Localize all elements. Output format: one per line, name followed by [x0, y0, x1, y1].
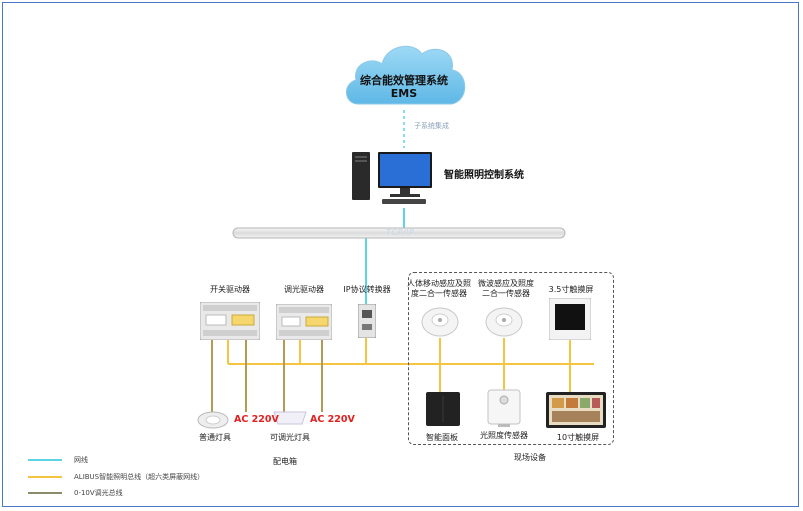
touch10-icon — [546, 392, 606, 428]
lux-sensor-label: 光照度传感器 — [480, 431, 528, 440]
legend-dimming-swatch — [28, 492, 62, 494]
motion-sensor-icon — [421, 307, 459, 337]
smart-panel-label: 智能面板 — [426, 433, 458, 442]
ac-voltage-label-1: AC 220V — [234, 414, 279, 425]
switch-driver-label: 开关驱动器 — [210, 285, 250, 294]
legend-alibus-label: ALIBUS智能照明总线（超六类屏蔽网线） — [74, 473, 205, 481]
microwave-sensor-label-1: 微波感应及照度 — [478, 279, 534, 288]
cloud-title: 综合能效管理系统 EMS — [340, 74, 468, 100]
legend-alibus-swatch — [28, 476, 62, 478]
touch35-label: 3.5寸触摸屏 — [548, 285, 594, 294]
normal-lamp-icon — [197, 411, 229, 429]
tcpip-bus — [232, 227, 566, 239]
dimming-driver-icon — [276, 304, 332, 340]
control-system-title: 智能照明控制系统 — [444, 170, 524, 181]
ac-voltage-label-2: AC 220V — [310, 414, 355, 425]
switch-driver-icon — [200, 302, 260, 340]
distribution-box-label: 配电箱 — [273, 457, 297, 466]
cloud-icon — [346, 45, 466, 105]
ip-converter-icon — [358, 304, 376, 338]
microwave-sensor-label-2: 二合一传感器 — [482, 289, 530, 298]
normal-lamp-label: 普通灯具 — [199, 433, 231, 442]
subsystem-integration-label: 子系统集成 — [414, 122, 449, 130]
motion-sensor-label-2: 度二合一传感器 — [411, 289, 467, 298]
lux-sensor-icon — [487, 389, 521, 427]
legend-dimming-label: 0-10V调光总线 — [74, 489, 123, 497]
legend-network-swatch — [28, 459, 62, 461]
microwave-sensor-icon — [485, 307, 523, 337]
field-equipment-box — [408, 272, 614, 445]
ems-name: 综合能效管理系统 — [360, 74, 448, 87]
ip-converter-label: IP协议转换器 — [343, 285, 391, 294]
motion-sensor-label-1: 人体移动感应及照 — [407, 279, 471, 288]
ems-abbr: EMS — [390, 87, 418, 100]
touch35-icon — [549, 298, 591, 340]
computer-icon — [352, 152, 432, 204]
bus-label: TCP/IP — [386, 228, 415, 237]
dimming-driver-label: 调光驱动器 — [284, 285, 324, 294]
field-equipment-label: 现场设备 — [514, 453, 546, 462]
legend-network-label: 网线 — [74, 456, 88, 464]
touch10-label: 10寸触摸屏 — [556, 433, 600, 442]
dimmable-lamp-label: 可调光灯具 — [270, 433, 310, 442]
smart-panel-icon — [426, 392, 460, 426]
dimmable-lamp-icon — [273, 411, 307, 425]
